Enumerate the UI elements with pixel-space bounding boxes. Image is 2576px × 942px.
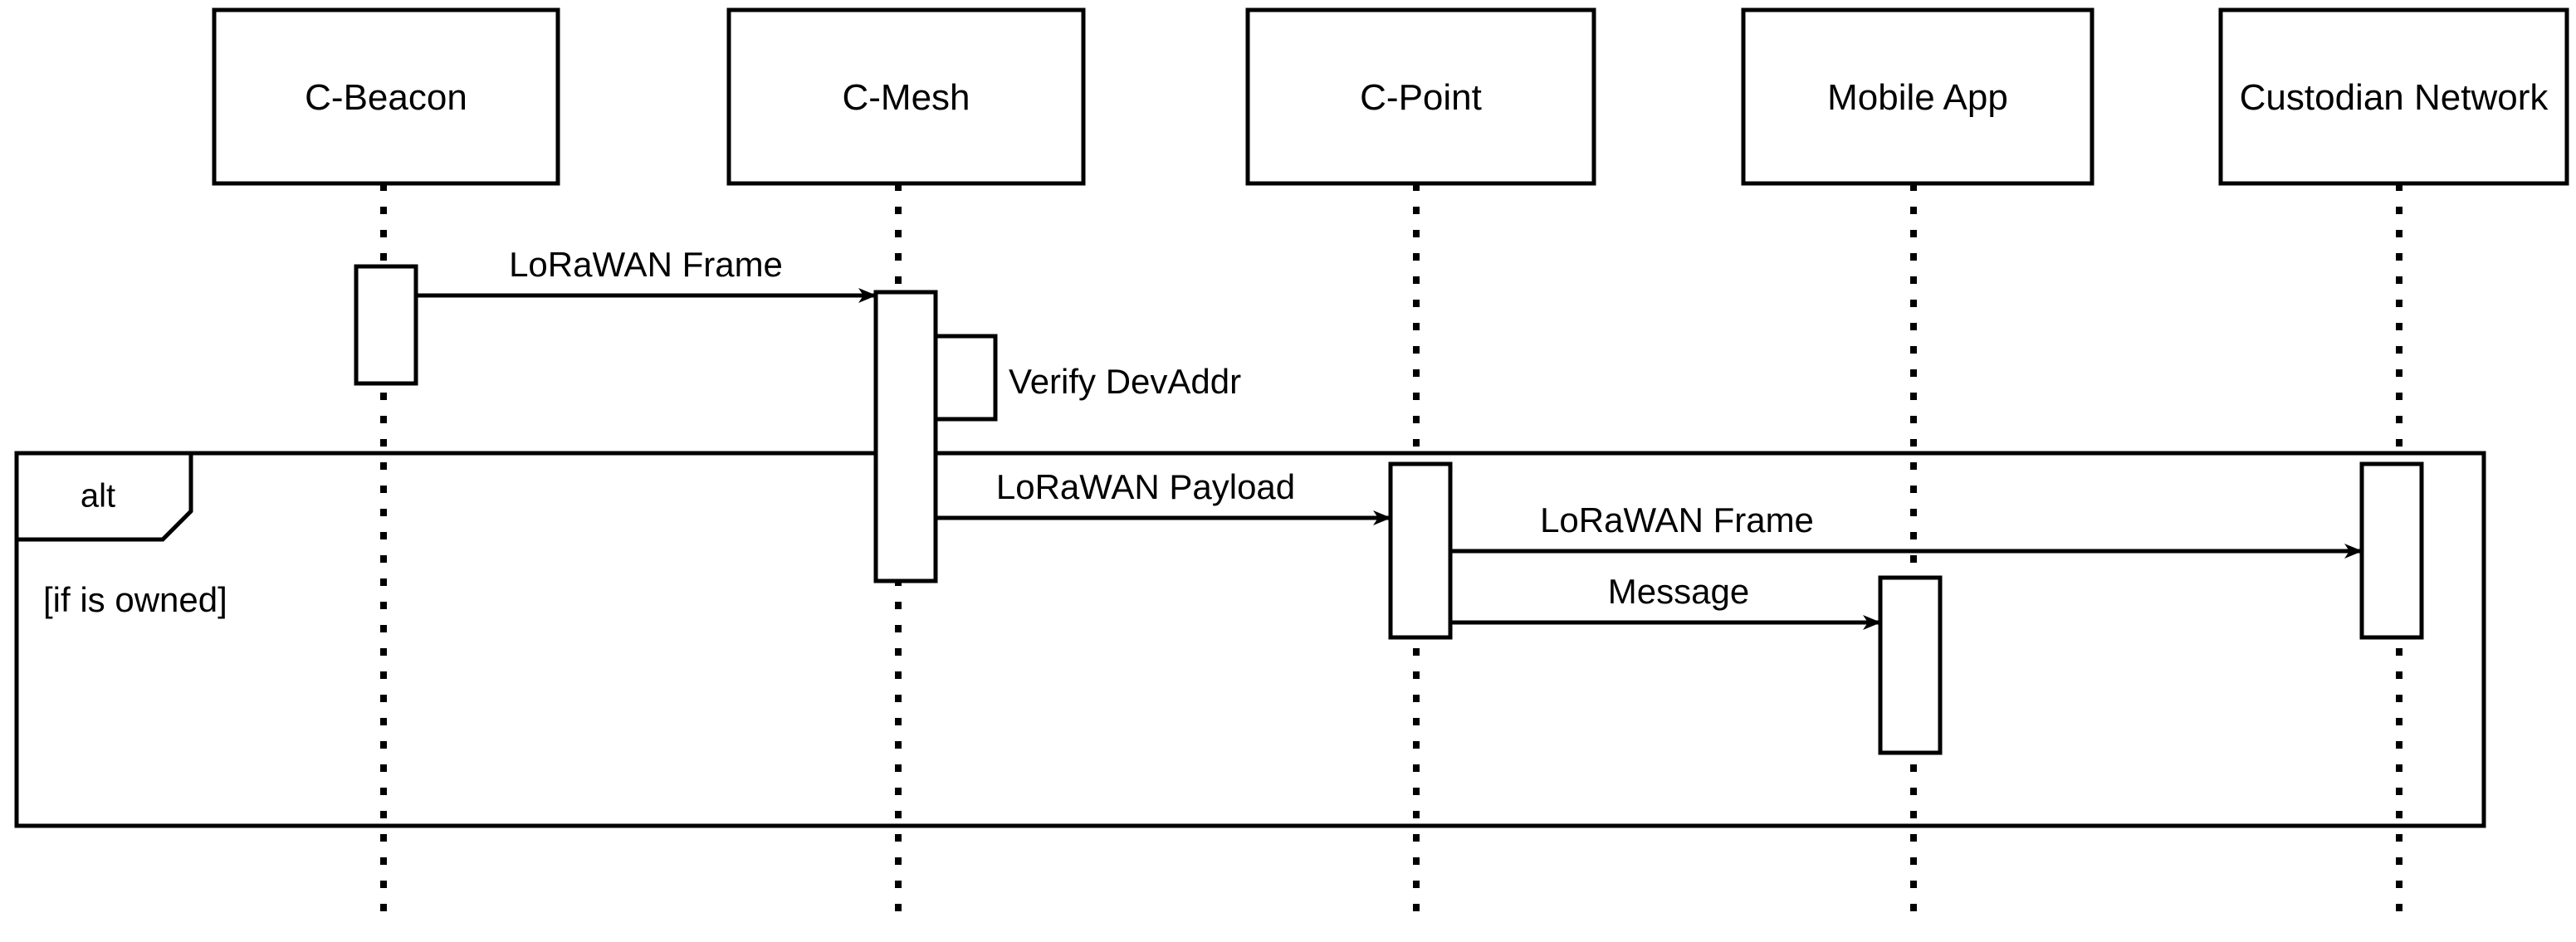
participant-label-c-mesh: C-Mesh — [842, 77, 970, 118]
participant-label-mobile-app: Mobile App — [1827, 77, 2008, 118]
fragment-guard-label: [if is owned] — [43, 580, 227, 619]
participants-layer: C-Beacon C-Mesh C-Point Mobile App Custodian… — [212, 7, 2569, 186]
message-label-msg-verify-devaddr: Verify DevAddr — [1009, 362, 1241, 401]
message-label-msg-lorawan-frame-2: LoRaWAN Frame — [1540, 500, 1814, 539]
fragment-box-alt — [14, 451, 2486, 828]
activation-bar-custodian — [2359, 461, 2424, 640]
participant-box-c-point[interactable] — [1245, 7, 1596, 186]
fragments-layer: alt [if is owned] — [14, 451, 2486, 828]
activations-layer — [354, 264, 2424, 755]
activation-bar-mobile-app — [1878, 575, 1943, 755]
activation-bar-c-beacon — [354, 264, 418, 386]
activation-bar-c-mesh — [873, 290, 938, 583]
fragment-operator-tab — [14, 451, 193, 542]
participant-box-c-mesh[interactable] — [726, 7, 1086, 186]
participant-label-c-beacon: C-Beacon — [305, 77, 467, 118]
participant-box-custodian[interactable] — [2218, 7, 2569, 186]
participant-label-custodian: Custodian Network — [2240, 77, 2549, 118]
participant-box-c-beacon[interactable] — [212, 7, 560, 186]
message-label-msg-message: Message — [1608, 572, 1749, 611]
activation-bar-c-point — [1388, 461, 1453, 640]
fragment-operator-label: alt — [81, 478, 115, 515]
participant-box-mobile-app[interactable] — [1741, 7, 2095, 186]
participant-label-c-point: C-Point — [1360, 77, 1482, 118]
message-label-msg-lorawan-frame-1: LoRaWAN Frame — [509, 245, 783, 284]
activation-bar-c-mesh — [933, 334, 998, 422]
message-label-msg-lorawan-payload: LoRaWAN Payload — [996, 467, 1295, 506]
